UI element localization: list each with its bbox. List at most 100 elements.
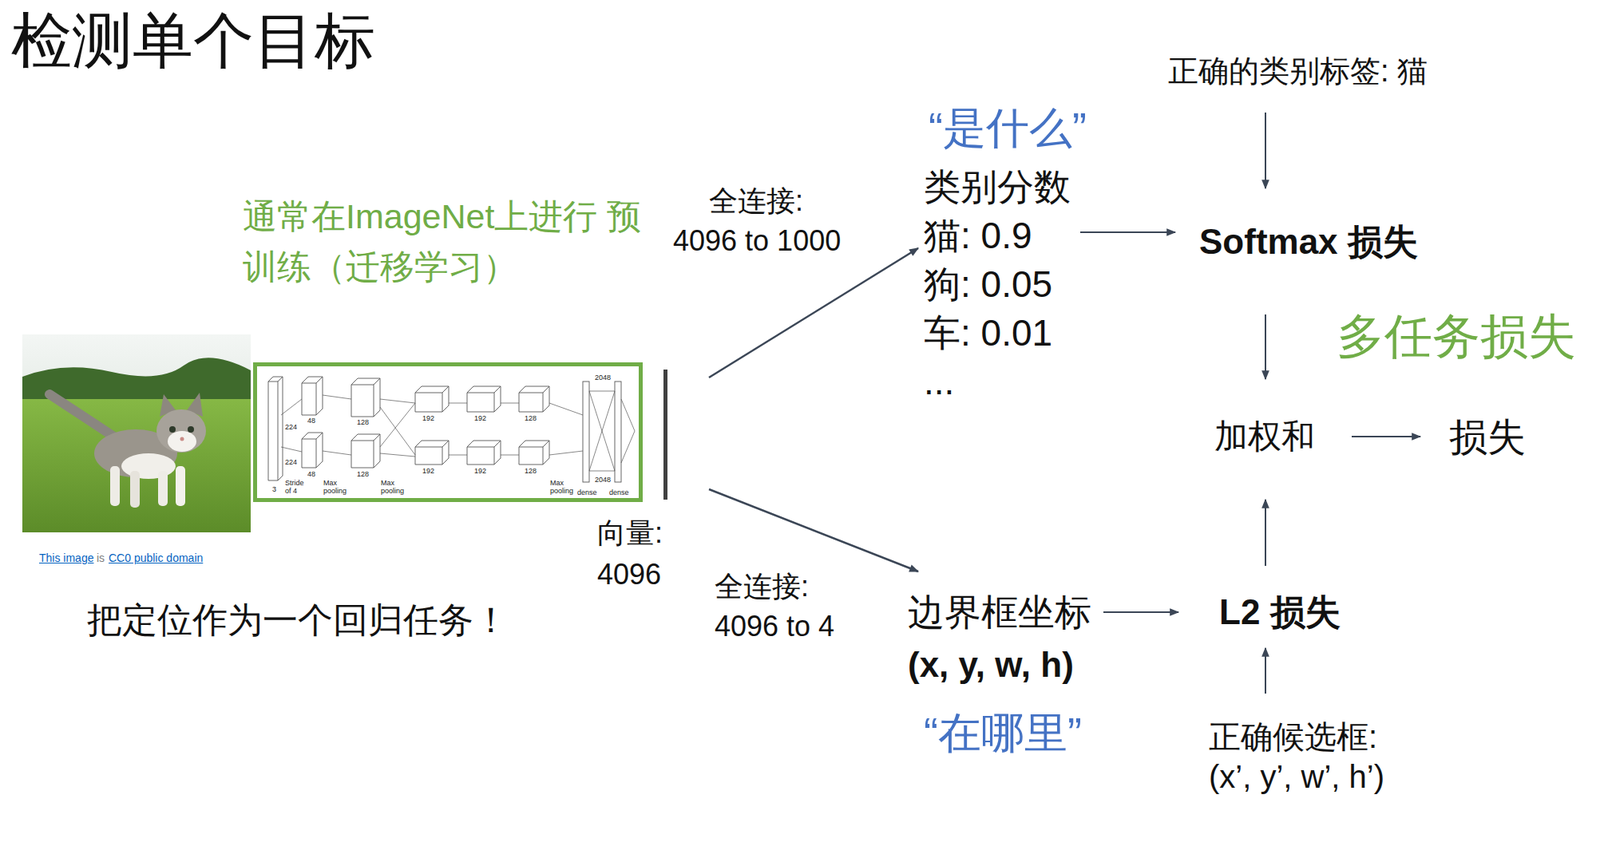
label-slot: 128	[356, 470, 370, 479]
label-slot: 48	[306, 416, 317, 425]
conv-block	[467, 440, 501, 465]
credit-text: is	[96, 550, 105, 566]
cat-leg	[110, 466, 120, 507]
cat-head	[156, 409, 206, 453]
node-text: (x, y, w, h)	[907, 641, 1092, 689]
conv-block	[518, 386, 550, 412]
label-slot: 224	[284, 423, 298, 432]
photo-sky	[22, 334, 251, 533]
connector-arrow	[1103, 611, 1179, 614]
dense-layer	[582, 381, 590, 483]
dense-layer	[614, 381, 622, 483]
layer-dimension: 192	[421, 467, 436, 476]
label-slot: 192	[473, 467, 488, 476]
layer-dimension: Max pooling	[322, 479, 350, 496]
layer-dimension: 48	[306, 416, 317, 425]
label-slot: “在哪里”	[923, 707, 1082, 759]
conv-block	[351, 378, 381, 417]
alexnet-figure	[255, 364, 642, 501]
label-slot: Max pooling	[380, 479, 408, 496]
label-slot: 2048	[594, 373, 612, 382]
connector-arrow	[708, 248, 919, 378]
node-text: 向量: 4096	[597, 512, 678, 596]
vector-label: 向量: 4096	[590, 363, 709, 595]
cat-photo	[22, 334, 251, 533]
total-loss: 损失	[1420, 415, 1531, 460]
label-slot: 2048	[594, 475, 612, 484]
class-scores: 类别分数猫: 0.9狗: 0.05车: 0.01...	[918, 162, 1081, 407]
connector-arrow	[1264, 112, 1267, 189]
layer-dimension: 224	[284, 458, 298, 467]
credit-link: This image	[39, 550, 94, 566]
layer-dimension: Stride of 4	[284, 479, 309, 496]
edge-label: 全连接: 4096 to 1000	[673, 181, 856, 262]
edge-label-slot: 全连接: 4096 to 1000	[673, 181, 856, 262]
conv-block	[301, 432, 323, 468]
label-slot: 48	[306, 470, 317, 479]
node-text: ...	[923, 357, 1071, 407]
conv-block	[351, 434, 381, 468]
label-slot: 192	[421, 414, 436, 423]
layer-dimension: Max pooling	[549, 479, 577, 496]
where-callout: “在哪里”	[923, 707, 1082, 759]
node-text: 猫: 0.9	[923, 211, 1071, 261]
cat-nose	[180, 437, 185, 442]
node-text: L2 损失	[1219, 592, 1341, 633]
node-text: 加权和	[1214, 416, 1315, 457]
label-slot: dense	[608, 488, 630, 497]
label-slot: 128	[523, 467, 538, 476]
connector-arrow	[1264, 648, 1267, 694]
node-text: 损失	[1449, 415, 1526, 460]
layer-dimension: 224	[284, 423, 298, 432]
true-box: 正确候选框:(x’, y’, w’, h’)	[1203, 693, 1391, 802]
node-text: 正确候选框:	[1208, 716, 1385, 757]
edge-label-slot: 全连接: 4096 to 4	[714, 566, 855, 647]
label-slot: “是什么”	[928, 102, 1087, 154]
conv-block	[467, 386, 501, 412]
layer-dimension: dense	[576, 488, 599, 497]
connector-arrow	[708, 489, 919, 572]
label-slot: 128	[523, 414, 538, 423]
network-frame	[255, 364, 642, 501]
layer-dimension: 128	[356, 418, 370, 427]
layer-dimension: 128	[356, 470, 370, 479]
label-slot: Stride of 4	[284, 479, 309, 496]
cat-eye	[169, 426, 176, 433]
layer-dimension: 128	[523, 414, 538, 423]
connector-arrow	[1351, 435, 1421, 438]
label-slot: 多任务损失	[1336, 308, 1577, 366]
credit-link: CC0 public domain	[108, 550, 203, 566]
layer-dimension: 192	[473, 467, 488, 476]
node-text: 车: 0.01	[923, 308, 1071, 358]
label-slot: 通常在ImageNet上进行 预训练（迁移学习）	[242, 191, 642, 293]
node-text: (x’, y’, w’, h’)	[1208, 756, 1385, 797]
title-slot: 检测单个目标	[11, 4, 376, 77]
node-text: 类别分数	[923, 162, 1071, 212]
label-slot: dense	[576, 488, 599, 497]
node-text: 正确的类别标签: 猫	[1168, 51, 1429, 92]
conv-block	[415, 440, 449, 465]
layer-dimension: 48	[306, 470, 317, 479]
node-text: 狗: 0.05	[923, 260, 1071, 309]
layer-dimension: dense	[608, 488, 630, 497]
label-slot: This image	[39, 550, 94, 566]
edge-label: 全连接: 4096 to 4	[714, 566, 855, 647]
label-slot: 192	[421, 467, 436, 476]
pretraining-note: 通常在ImageNet上进行 预训练（迁移学习）	[242, 191, 642, 293]
label-slot: 192	[473, 414, 488, 423]
regression-note: 把定位作为一个回归任务！	[87, 598, 509, 643]
node-text: Softmax 损失	[1199, 220, 1418, 264]
slide-title: 检测单个目标	[11, 4, 376, 77]
label-slot: 128	[356, 418, 370, 427]
cat-leg	[158, 471, 168, 507]
softmax-loss: Softmax 损失	[1175, 188, 1426, 315]
feature-vector-bar	[663, 369, 668, 500]
label-slot: CC0 public domain	[108, 550, 203, 566]
conv-block	[415, 386, 449, 412]
layer-dimension: 2048	[594, 373, 612, 382]
photo-grass	[22, 399, 251, 533]
layer-dimension: 192	[421, 414, 436, 423]
label-slot: is	[96, 550, 105, 566]
